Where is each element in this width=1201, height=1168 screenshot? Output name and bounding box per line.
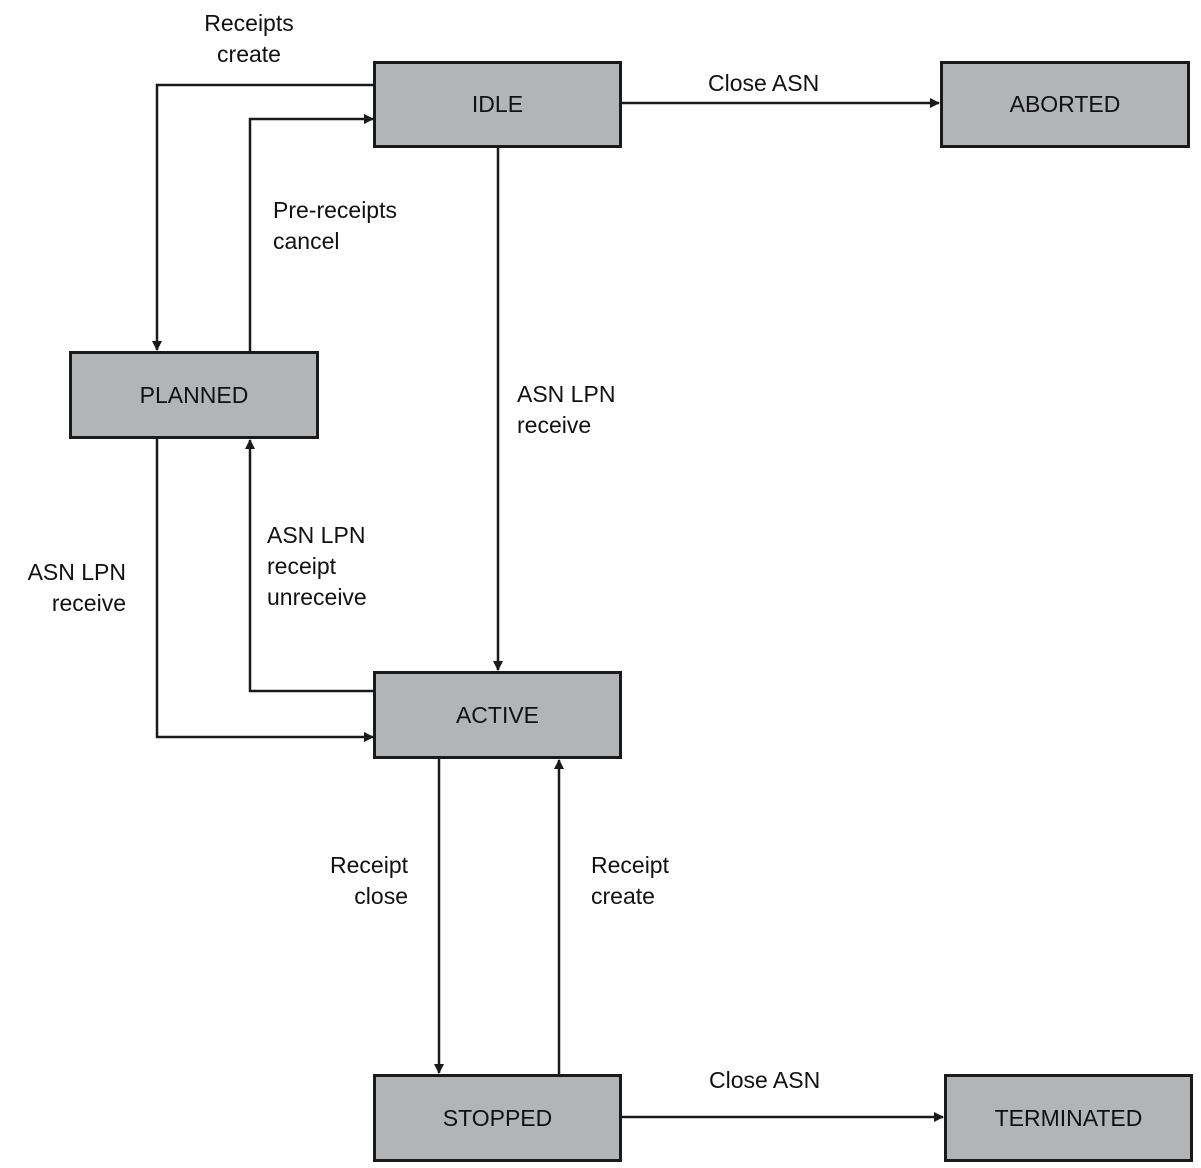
- state-stopped: STOPPED: [373, 1074, 622, 1162]
- state-idle-label: IDLE: [471, 91, 524, 117]
- arrow-planned-to-idle: [248, 114, 374, 352]
- label-pre-receipts-cancel: Pre-receipts cancel: [273, 197, 397, 254]
- label-receipts-create: Receipts create: [204, 10, 294, 67]
- state-stopped-label: STOPPED: [442, 1104, 553, 1131]
- state-aborted-label: ABORTED: [1009, 91, 1121, 117]
- state-active: ACTIVE: [373, 671, 622, 759]
- state-planned: PLANNED: [69, 351, 319, 439]
- state-idle: IDLE: [373, 61, 622, 148]
- arrow-planned-to-active: [155, 437, 374, 742]
- state-planned-label: PLANNED: [139, 381, 249, 408]
- state-aborted: ABORTED: [940, 61, 1190, 148]
- label-close-asn-bottom: Close ASN: [709, 1067, 821, 1093]
- state-terminated-label: TERMINATED: [994, 1104, 1143, 1131]
- label-receipt-close: Receipt close: [330, 852, 408, 909]
- state-active-label: ACTIVE: [455, 701, 540, 728]
- label-idle-to-active: ASN LPN receive: [517, 381, 616, 438]
- label-receipt-create: Receipt create: [591, 852, 669, 909]
- state-terminated: TERMINATED: [944, 1074, 1193, 1162]
- label-active-to-planned: ASN LPN receipt unreceive: [267, 522, 367, 610]
- label-close-asn-top: Close ASN: [708, 70, 820, 96]
- label-planned-to-active: ASN LPN receive: [27, 559, 126, 616]
- arrow-idle-to-planned: [152, 83, 375, 351]
- arrow-active-to-planned: [245, 439, 375, 693]
